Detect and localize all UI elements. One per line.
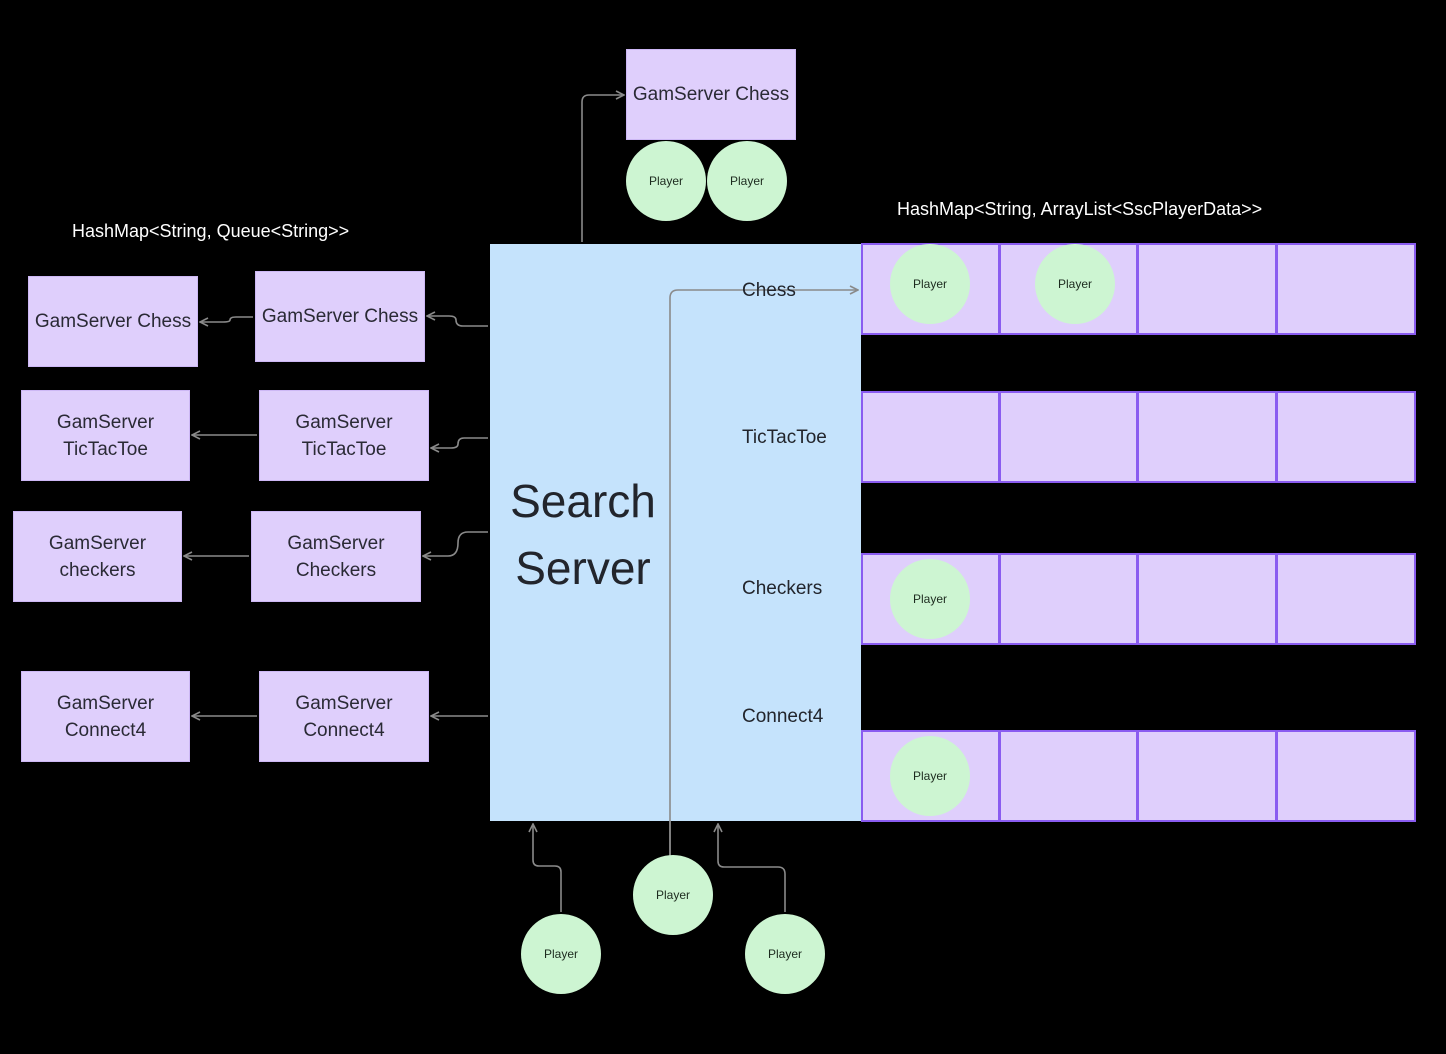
queue-tictactoe-outer[interactable]: GamServer TicTacToe (21, 390, 190, 481)
search-server-label: Search Server (510, 475, 656, 594)
player-top-right[interactable]: Player (707, 141, 787, 221)
queue-tictactoe-inner-label: GamServer TicTacToe (295, 411, 393, 460)
key-tictactoe: TicTacToe (742, 427, 827, 448)
tictactoe-list-cell (1276, 391, 1416, 483)
player-chess-list-2[interactable]: Player (1035, 244, 1115, 324)
tictactoe-list-cell (1137, 391, 1277, 483)
connect4-list-cell (1137, 730, 1277, 822)
arrow-player-to-chess-list-overlay (669, 290, 858, 858)
queue-checkers-inner-label: GamServer Checkers (287, 532, 385, 581)
queue-tictactoe-outer-label: GamServer TicTacToe (56, 411, 155, 460)
queue-chess-inner[interactable]: GamServer Chess (255, 271, 425, 362)
queue-chess-inner-label: GamServer Chess (261, 306, 419, 327)
arrow-player-right-to-server (718, 824, 786, 912)
top-chess-game-server[interactable]: GamServer Chess (626, 49, 796, 140)
left-hashmap-caption: HashMap<String, Queue<String>> (72, 221, 350, 241)
connect4-list-cell (999, 730, 1138, 822)
player-bottom-left[interactable]: Player (521, 914, 601, 994)
checkers-list-cell (1137, 553, 1277, 645)
arrow-to-top-chess (581, 95, 624, 242)
player-bottom-center[interactable]: Player (633, 855, 713, 935)
right-hashmap-caption: HashMap<String, ArrayList<SscPlayerData>… (897, 199, 1263, 219)
queue-chess-outer[interactable]: GamServer Chess (28, 276, 198, 367)
queue-connect4-outer[interactable]: GamServer Connect4 (21, 671, 190, 762)
queue-checkers-outer[interactable]: GamServer checkers (13, 511, 182, 602)
top-chess-game-server-label: GamServer Chess (632, 84, 790, 105)
key-checkers: Checkers (742, 578, 823, 599)
connect4-list-cell (1276, 730, 1416, 822)
key-chess: Chess (742, 280, 796, 301)
player-chess-list-1[interactable]: Player (890, 244, 970, 324)
player-top-left[interactable]: Player (626, 141, 706, 221)
tictactoe-list-cell (861, 391, 1000, 483)
queue-connect4-outer-label: GamServer Connect4 (56, 692, 155, 741)
queue-checkers-outer-label: GamServer checkers (48, 532, 147, 581)
queue-checkers-inner[interactable]: GamServer Checkers (251, 511, 421, 602)
arrow-to-tictactoe-queue (431, 437, 488, 448)
tictactoe-list-cell (999, 391, 1138, 483)
chess-list-cell (1276, 243, 1416, 335)
queue-tictactoe-inner[interactable]: GamServer TicTacToe (259, 390, 429, 481)
player-bottom-right[interactable]: Player (745, 914, 825, 994)
arrow-to-checkers-queue (423, 531, 488, 556)
arrow-to-chess-queue (427, 316, 488, 327)
player-connect4-list-1[interactable]: Player (890, 736, 970, 816)
search-server[interactable] (490, 244, 861, 821)
key-connect4: Connect4 (742, 706, 824, 727)
arrow-player-left-to-server (533, 824, 562, 912)
chess-list-cell (1137, 243, 1277, 335)
player-checkers-list-1[interactable]: Player (890, 559, 970, 639)
checkers-list-cell (1276, 553, 1416, 645)
checkers-list-cell (999, 553, 1138, 645)
queue-connect4-inner-label: GamServer Connect4 (295, 692, 393, 741)
queue-connect4-inner[interactable]: GamServer Connect4 (259, 671, 429, 762)
queue-chess-outer-label: GamServer Chess (34, 311, 192, 332)
arrow-chess-inner-to-outer (200, 316, 253, 322)
